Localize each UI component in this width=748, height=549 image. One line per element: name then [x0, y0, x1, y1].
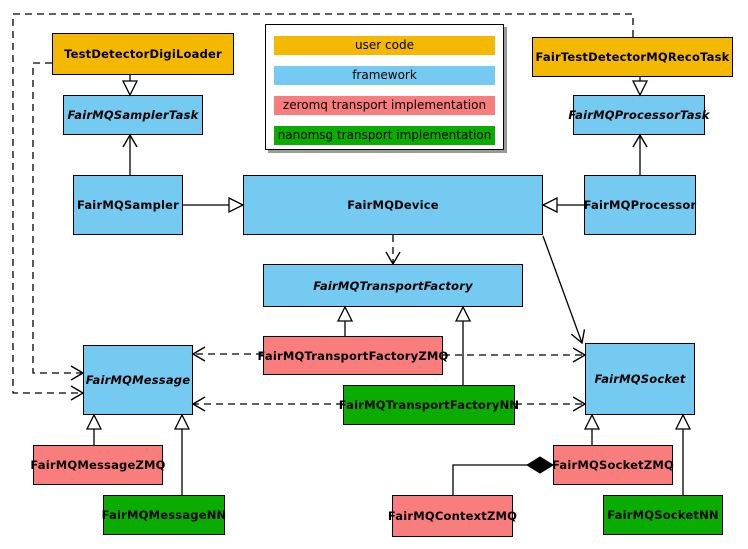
edge-fairmqcontextzmq-fairmqsocketzmq: [452, 456, 554, 495]
class-label: FairMQSampler: [76, 198, 180, 212]
legend-item-zeromq: zeromq transport implementation: [274, 96, 495, 115]
class-box-fairmqtransportfactoryzmq: FairMQTransportFactoryZMQ: [258, 336, 448, 375]
class-box-testdetectordigiloader: TestDetectorDigiLoader: [52, 33, 234, 75]
legend-item-user-code: user code: [274, 36, 495, 55]
class-label: TestDetectorDigiLoader: [64, 47, 222, 61]
class-box-fairmqsocketnn: FairMQSocketNN: [603, 495, 723, 535]
class-label: FairMQSocket: [594, 372, 686, 386]
class-label: FairMQMessageNN: [101, 508, 227, 522]
class-box-fairmqsamplertask: FairMQSamplerTask: [63, 95, 203, 135]
class-label: FairMQTransportFactoryNN: [338, 398, 520, 412]
class-label: FairMQSocketZMQ: [552, 458, 674, 472]
class-label: FairMQTransportFactory: [313, 278, 473, 293]
class-label: FairMQContextZMQ: [387, 509, 518, 523]
class-box-fairmqtransportfactorynn: FairMQTransportFactoryNN: [339, 385, 519, 425]
class-box-fairmqtransportfactory: FairMQTransportFactory: [263, 264, 523, 307]
class-box-fairmqmessage: FairMQMessage: [83, 345, 193, 415]
legend-item-nanomsg: nanomsg transport implementation: [274, 126, 495, 145]
class-box-fairtestdetectormqrecotask: FairTestDetectorMQRecoTask: [532, 37, 733, 77]
class-label: FairMQProcessor: [583, 198, 697, 212]
class-box-fairmqsampler: FairMQSampler: [73, 175, 183, 235]
class-label: FairMQMessageZMQ: [30, 458, 166, 472]
class-box-fairmqmessagenn: FairMQMessageNN: [101, 495, 227, 535]
legend-item-framework: framework: [274, 66, 495, 85]
class-label: FairMQSocketNN: [607, 508, 719, 522]
class-label: FairMQDevice: [347, 198, 439, 212]
legend-box: user code framework zeromq transport imp…: [265, 24, 504, 150]
class-label: FairMQProcessorTask: [568, 108, 710, 122]
class-box-fairmqsocketzmq: FairMQSocketZMQ: [552, 445, 674, 485]
edge-fairmqdevice-fairmqsocket: [542, 235, 586, 345]
class-box-fairmqsocket: FairMQSocket: [585, 343, 695, 415]
class-box-fairmqprocessortask: FairMQProcessorTask: [568, 95, 709, 135]
class-box-fairmqcontextzmq: FairMQContextZMQ: [388, 495, 517, 537]
class-box-fairmqmessagezmq: FairMQMessageZMQ: [30, 445, 166, 485]
class-box-fairmqdevice: FairMQDevice: [243, 175, 543, 235]
class-box-fairmqprocessor: FairMQProcessor: [584, 175, 696, 235]
class-label: FairMQSamplerTask: [67, 108, 199, 122]
class-label: FairMQTransportFactoryZMQ: [257, 348, 449, 363]
class-label: FairMQMessage: [85, 373, 191, 387]
class-label: FairTestDetectorMQRecoTask: [535, 50, 730, 64]
